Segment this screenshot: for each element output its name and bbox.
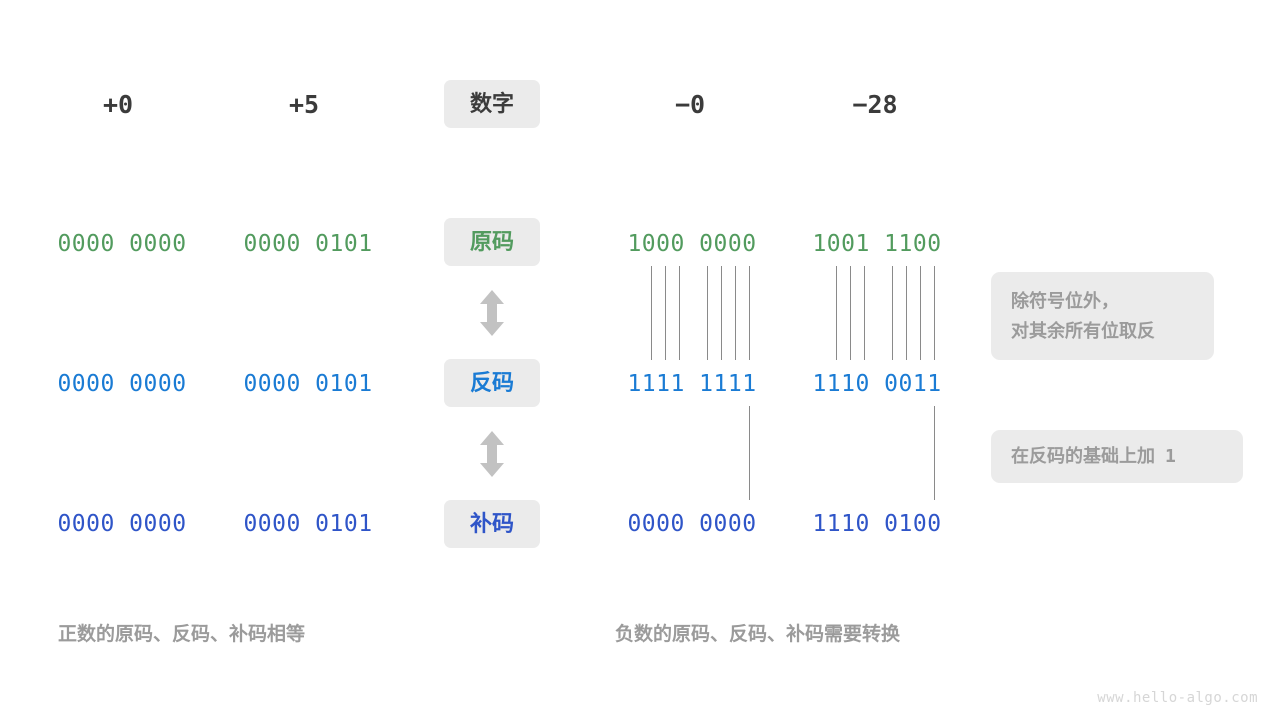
- header-number-plus-five: +5: [288, 89, 320, 119]
- row-sign-magnitude-positive-0: 0000 0000: [57, 231, 187, 257]
- caption-positive: 正数的原码、反码、补码相等: [58, 624, 306, 645]
- row-sign-magnitude-negative-28: 1001 1100: [812, 231, 942, 257]
- row-twos-complement-negative-28: 1110 0100: [812, 511, 942, 537]
- connector-line: [850, 266, 852, 360]
- row-sign-magnitude-negative-0: 1000 0000: [627, 231, 757, 257]
- row-label-twos-complement: 补码: [444, 500, 540, 548]
- header-number-minus-twentyeight: −28: [852, 89, 898, 119]
- annotation-invert-line2: 对其余所有位取反: [1011, 321, 1155, 341]
- connector-line: [892, 266, 894, 360]
- connector-line: [836, 266, 838, 360]
- row-twos-complement-positive-0: 0000 0000: [57, 511, 187, 537]
- connector-line: [651, 266, 653, 360]
- row-twos-complement-positive-5: 0000 0101: [243, 511, 373, 537]
- row-ones-complement-positive-5: 0000 0101: [243, 371, 373, 397]
- annotation-invert-bits: 除符号位外， 对其余所有位取反: [991, 272, 1214, 360]
- connector-line: [749, 406, 751, 500]
- row-ones-complement-negative-28: 1110 0011: [812, 371, 942, 397]
- connector-line: [721, 266, 723, 360]
- double-arrow-icon-sign-to-ones: [480, 290, 504, 336]
- connector-line: [749, 266, 751, 360]
- row-label-ones-complement: 反码: [444, 359, 540, 407]
- annotation-invert-line1: 除符号位外，: [1011, 291, 1119, 311]
- connector-line: [864, 266, 866, 360]
- connector-line: [920, 266, 922, 360]
- watermark: www.hello-algo.com: [1097, 690, 1258, 706]
- connector-line: [934, 406, 936, 500]
- connector-line: [934, 266, 936, 360]
- connector-line: [906, 266, 908, 360]
- row-label-sign-magnitude: 原码: [444, 218, 540, 266]
- connector-line: [735, 266, 737, 360]
- connector-line: [665, 266, 667, 360]
- annotation-add-one-value: 1: [1165, 446, 1176, 467]
- header-badge-number: 数字: [444, 80, 540, 128]
- connector-line: [707, 266, 709, 360]
- header-number-plus-zero: +0: [102, 89, 134, 119]
- connector-line: [679, 266, 681, 360]
- row-ones-complement-positive-0: 0000 0000: [57, 371, 187, 397]
- row-sign-magnitude-positive-5: 0000 0101: [243, 231, 373, 257]
- annotation-add-one: 在反码的基础上加 1: [991, 430, 1243, 483]
- row-ones-complement-negative-0: 1111 1111: [627, 371, 757, 397]
- row-twos-complement-negative-0: 0000 0000: [627, 511, 757, 537]
- annotation-add-one-text: 在反码的基础上加: [1011, 446, 1155, 466]
- caption-negative: 负数的原码、反码、补码需要转换: [615, 624, 901, 645]
- header-number-minus-zero: −0: [674, 89, 706, 119]
- double-arrow-icon-ones-to-twos: [480, 431, 504, 477]
